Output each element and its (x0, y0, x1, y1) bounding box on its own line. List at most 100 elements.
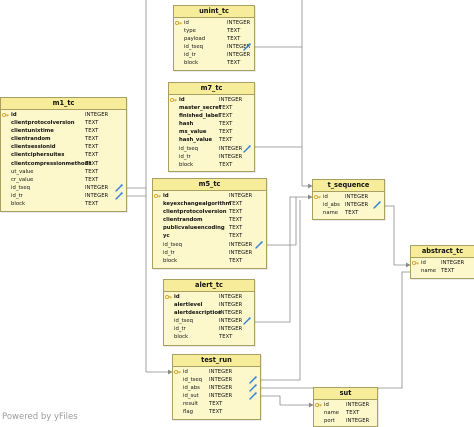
column-name: id_tseq (183, 377, 202, 384)
column-type: INTEGER (345, 202, 369, 209)
column-name: id_tseq (163, 241, 182, 248)
column-type: TEXT (229, 257, 243, 264)
primary-key-icon (2, 112, 9, 118)
column-type: TEXT (85, 128, 99, 135)
column-name: id (183, 369, 188, 375)
column-row[interactable]: clientsessionid TEXT (1, 143, 126, 151)
edge-testrun-sut (259, 395, 314, 408)
column-type: INTEGER (209, 369, 233, 375)
column-type: TEXT (85, 144, 99, 151)
edge-testrun-abs (259, 271, 410, 389)
column-name: name (421, 268, 437, 275)
column-type: INTEGER (441, 260, 465, 266)
column-row[interactable]: id_abs INTEGER (313, 201, 384, 209)
column-name: id (184, 20, 189, 26)
table-title: m7_tc (169, 83, 254, 95)
foreign-key-link-icon (243, 43, 251, 51)
column-type: TEXT (219, 137, 233, 144)
column-name: keyexchangealgorithm (163, 201, 232, 208)
column-name: block (184, 60, 199, 67)
column-row[interactable]: id INTEGER (173, 368, 260, 376)
column-type: INTEGER (219, 326, 243, 333)
column-name: id_abs (323, 202, 340, 209)
column-name: clientprotocolversion (11, 120, 75, 127)
primary-key-icon (154, 193, 161, 199)
column-name: cr_value (11, 176, 34, 183)
column-name: id_abs (183, 385, 200, 392)
column-type: TEXT (229, 209, 243, 216)
column-type: TEXT (209, 409, 223, 416)
primary-key-icon (315, 402, 322, 408)
column-name: clientsessionid (11, 144, 56, 151)
column-type: TEXT (219, 113, 233, 120)
column-type: TEXT (219, 334, 233, 341)
table-title: m1_tc (1, 98, 126, 110)
column-type: INTEGER (219, 153, 243, 160)
column-type: INTEGER (219, 318, 243, 325)
column-type: TEXT (209, 401, 223, 408)
